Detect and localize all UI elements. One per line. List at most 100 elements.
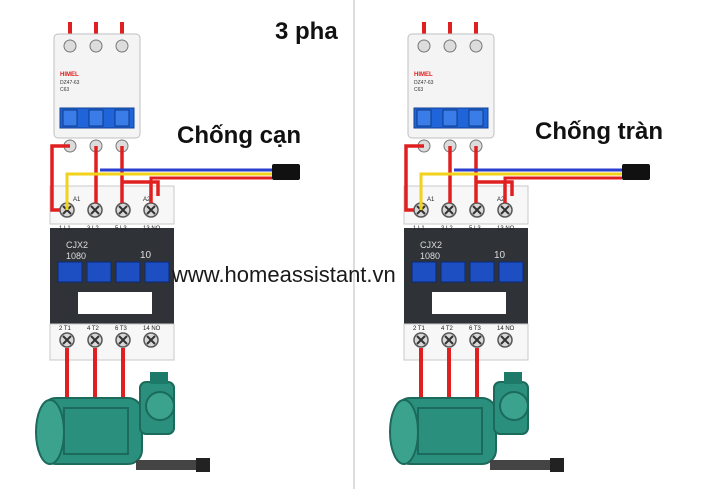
contactor-window xyxy=(78,292,152,314)
pump-impeller xyxy=(145,391,175,421)
contactor-top-screw-2-slot xyxy=(90,205,100,215)
float-wire-red xyxy=(503,176,622,182)
pump-impeller xyxy=(499,391,529,421)
contactor-number: 10 xyxy=(494,250,506,261)
motor-endcap xyxy=(389,399,419,465)
wire-l3-a2 xyxy=(476,180,514,196)
bottom-terminal-label-2: 4 T2 xyxy=(441,326,454,332)
contactor-button-4 xyxy=(498,261,524,283)
motor-plug xyxy=(550,458,564,472)
contactor-bottom-screw-4-slot xyxy=(500,335,510,345)
float-wire-yellow xyxy=(419,172,622,210)
float-switch-icon xyxy=(272,164,300,180)
breaker-top-screw-3 xyxy=(115,39,129,53)
breaker-pole-3 xyxy=(114,109,130,127)
breaker-pole-1 xyxy=(416,109,432,127)
contactor-bottom-screw-3-slot xyxy=(472,335,482,345)
contactor-model: CJX2 xyxy=(66,240,88,250)
float-switch-icon xyxy=(622,164,650,180)
contactor-top-screw-3-slot xyxy=(472,205,482,215)
contactor-top-screw-3-slot xyxy=(118,205,128,215)
contactor-button-2 xyxy=(86,261,112,283)
bottom-terminal-label-3: 6 T3 xyxy=(115,326,128,332)
watermark-url: www.homeassistant.vn xyxy=(172,262,396,287)
coil-terminal-a2: A2 xyxy=(497,197,505,203)
contactor-window xyxy=(432,292,506,314)
contactor-bottom-screw-1-slot xyxy=(416,335,426,345)
bottom-terminal-label-1: 2 T1 xyxy=(413,326,426,332)
contactor-bottom-screw-1-slot xyxy=(62,335,72,345)
float-wire-yellow xyxy=(65,172,272,210)
motor-endcap xyxy=(35,399,65,465)
breaker-model: DZ47-63 xyxy=(60,80,80,86)
contactor-code: 1080 xyxy=(420,251,440,261)
coil-terminal-a1: A1 xyxy=(427,197,435,203)
top-terminal-label-4: 13 NO xyxy=(497,226,515,232)
contactor-button-3 xyxy=(115,261,141,283)
coil-terminal-a2: A2 xyxy=(143,197,151,203)
contactor-top-screw-4-slot xyxy=(146,205,156,215)
bottom-terminal-label-2: 4 T2 xyxy=(87,326,100,332)
contactor-model: CJX2 xyxy=(420,240,442,250)
pump-outlet xyxy=(504,372,522,384)
bottom-terminal-label-1: 2 T1 xyxy=(59,326,72,332)
contactor-button-1 xyxy=(57,261,83,283)
bottom-terminal-label-4: 14 NO xyxy=(143,326,161,332)
wire-l1-a1 xyxy=(50,144,70,212)
breaker-top-screw-2 xyxy=(443,39,457,53)
breaker-brand: HIMEL xyxy=(414,72,433,78)
top-terminal-label-1: 1 L1 xyxy=(413,226,425,232)
page-title: 3 pha xyxy=(275,18,338,45)
pump-outlet xyxy=(150,372,168,384)
breaker-rating: C63 xyxy=(414,87,423,93)
contactor-bottom-screw-3-slot xyxy=(118,335,128,345)
breaker-top-screw-1 xyxy=(417,39,431,53)
breaker-pole-3 xyxy=(468,109,484,127)
breaker-top-screw-2 xyxy=(89,39,103,53)
bottom-terminal-label-4: 14 NO xyxy=(497,326,515,332)
pump-motor-icon xyxy=(389,372,564,472)
motor-base xyxy=(490,460,560,470)
wire-l3-a2 xyxy=(122,180,160,196)
contactor-button-4 xyxy=(144,261,170,283)
contactor-top-screw-2-slot xyxy=(444,205,454,215)
contactor-bottom-screw-2-slot xyxy=(90,335,100,345)
contactor-bottom-screw-4-slot xyxy=(146,335,156,345)
top-terminal-label-2: 3 L2 xyxy=(87,226,99,232)
top-terminal-label-1: 1 L1 xyxy=(59,226,71,232)
float-wire-red xyxy=(149,176,272,182)
contactor-top-screw-4-slot xyxy=(500,205,510,215)
breaker-model: DZ47-63 xyxy=(414,80,434,86)
label-chong-can: Chống cạn xyxy=(177,122,301,149)
motor-fins xyxy=(417,407,483,455)
label-chong-tran: Chống tràn xyxy=(535,118,663,145)
breaker-brand: HIMEL xyxy=(60,72,79,78)
motor-fins xyxy=(63,407,129,455)
breaker-pole-1 xyxy=(62,109,78,127)
wire-l1-a1 xyxy=(404,144,424,212)
contactor-button-2 xyxy=(440,261,466,283)
contactor-number: 10 xyxy=(140,250,152,261)
bottom-terminal-label-3: 6 T3 xyxy=(469,326,482,332)
motor-base xyxy=(136,460,206,470)
top-terminal-label-3: 5 L3 xyxy=(115,226,127,232)
motor-plug xyxy=(196,458,210,472)
breaker-top-screw-1 xyxy=(63,39,77,53)
breaker-pole-2 xyxy=(88,109,104,127)
breaker-rating: C63 xyxy=(60,87,69,93)
contactor-button-1 xyxy=(411,261,437,283)
contactor-code: 1080 xyxy=(66,251,86,261)
top-terminal-label-2: 3 L2 xyxy=(441,226,453,232)
breaker-pole-2 xyxy=(442,109,458,127)
contactor-bottom-screw-2-slot xyxy=(444,335,454,345)
top-terminal-label-4: 13 NO xyxy=(143,226,161,232)
contactor-button-3 xyxy=(469,261,495,283)
